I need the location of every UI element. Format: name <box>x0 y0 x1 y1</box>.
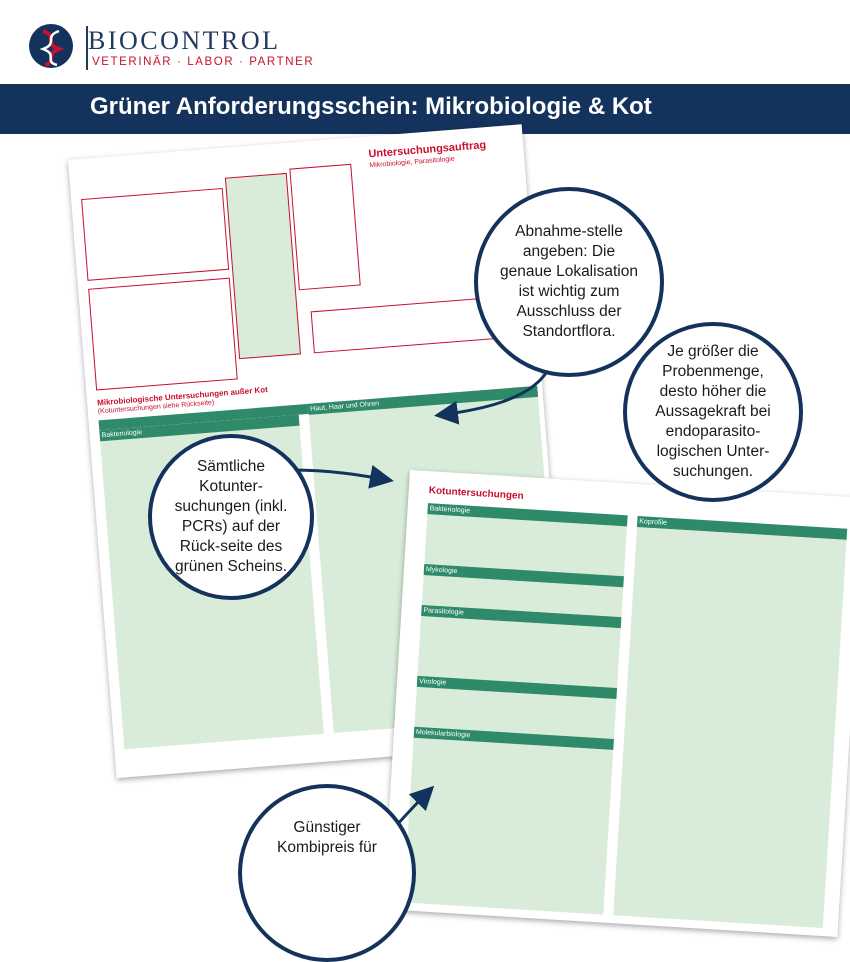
back-bacteriology-header: Bakteriologie <box>427 503 628 527</box>
page-title: Grüner Anforderungsschein: Mikrobiologie… <box>90 93 652 120</box>
title-banner: Grüner Anforderungsschein: Mikrobiologie… <box>0 84 850 134</box>
back-koprofile-header: Koprofile <box>636 515 848 540</box>
species-box <box>224 172 301 360</box>
back-parasitology-header: Parasitologie <box>421 604 622 629</box>
callout-kotuntersuchungen: Sämtliche Kotunter-suchungen (inkl. PCRs… <box>148 434 314 600</box>
sender-box <box>88 277 238 391</box>
brand-tagline: VETERINÄR · LABOR · PARTNER <box>92 56 315 68</box>
back-right-column: Koprofile <box>613 515 848 929</box>
callout-kotuntersuchungen-text: Sämtliche Kotunter-suchungen (inkl. PCRs… <box>174 458 288 575</box>
sex-box <box>289 163 361 291</box>
callout-probenmenge-text: Je größer die Probenmenge, desto höher d… <box>655 343 771 480</box>
back-virology-header: Virologie <box>416 675 618 700</box>
header: BIOCONTROL VETERINÄR · LABOR · PARTNER <box>0 0 850 84</box>
back-left-column: Bakteriologie Mykologie Parasitologie Vi… <box>403 503 628 915</box>
brand-name: BIOCONTROL <box>88 26 281 55</box>
callout-abnahmestelle-text: Abnahme-stelle angeben: Die genaue Lokal… <box>500 223 638 340</box>
back-mycology-header: Mykologie <box>423 564 624 588</box>
callout-abnahmestelle: Abnahme-stelle angeben: Die genaue Lokal… <box>474 187 664 377</box>
logo-divider <box>86 26 88 70</box>
callout-kombipreis: Günstiger Kombipreis für <box>238 784 416 962</box>
biocontrol-logo-icon <box>29 24 73 68</box>
skin-header: Haut, Haar und Ohren <box>307 385 539 415</box>
form-back-page: Kotuntersuchungen Bakteriologie Mykologi… <box>383 470 850 937</box>
back-molecular-header: Molekularbiologie <box>413 726 614 750</box>
form-back-title: Kotuntersuchungen <box>428 485 524 502</box>
owner-address-box <box>81 187 230 281</box>
callout-kombipreis-text: Günstiger Kombipreis für <box>277 819 377 856</box>
callout-probenmenge: Je größer die Probenmenge, desto höher d… <box>623 322 803 502</box>
